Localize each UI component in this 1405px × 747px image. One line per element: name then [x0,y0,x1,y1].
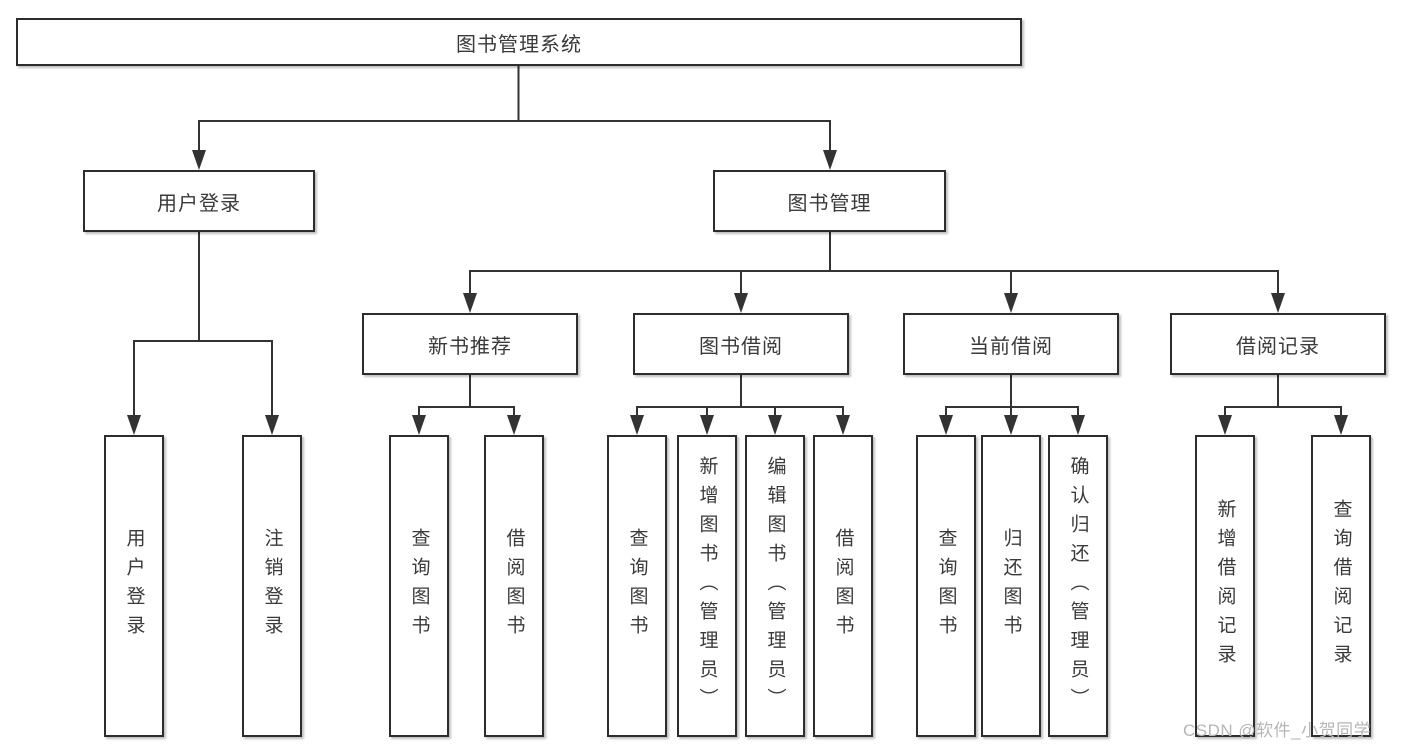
leaf-query-books-borrow-label: 查询图书 [626,528,648,644]
leaf-edit-book-admin: 编辑图书（管理员） [745,435,805,737]
node-borrow-records: 借阅记录 [1170,313,1386,375]
leaf-confirm-return-admin: 确认归还（管理员） [1048,435,1108,737]
leaf-add-borrow-record-label: 新增借阅记录 [1214,499,1236,673]
connector-book-management-children [463,232,1285,313]
leaf-query-books-borrow: 查询图书 [607,435,667,737]
leaf-add-borrow-record: 新增借阅记录 [1195,435,1255,737]
leaf-user-login-label: 用户登录 [123,528,145,644]
node-current-borrow-label: 当前借阅 [969,335,1053,358]
node-new-book-recommend: 新书推荐 [362,313,578,375]
leaf-borrow-books-recommend: 借阅图书 [484,435,544,737]
node-library-management-system: 图书管理系统 [16,18,1022,66]
leaf-logout: 注销登录 [242,435,302,737]
node-library-management-system-label: 图书管理系统 [456,33,582,56]
leaf-edit-book-admin-label: 编辑图书（管理员） [764,455,786,717]
leaf-user-login: 用户登录 [104,435,164,737]
node-book-management-label: 图书管理 [787,192,872,215]
node-book-borrow-label: 图书借阅 [699,335,783,358]
leaf-borrow-book-label: 借阅图书 [832,528,854,644]
connector-book-borrow-children [630,375,850,435]
leaf-query-borrow-record-label: 查询借阅记录 [1330,499,1352,673]
node-book-management: 图书管理 [713,170,946,232]
node-book-borrow: 图书借阅 [633,313,849,375]
connector-user-login-children [127,232,279,435]
csdn-watermark: CSDN @软件_小贺同学 [1183,721,1372,740]
leaf-borrow-books-recommend-label: 借阅图书 [503,528,525,644]
connector-borrow-records-children [1218,375,1348,435]
leaf-query-books-recommend: 查询图书 [389,435,449,737]
leaf-return-book: 归还图书 [981,435,1041,737]
node-current-borrow: 当前借阅 [903,313,1119,375]
connector-current-borrow-children [939,375,1085,435]
leaf-query-books-current-label: 查询图书 [935,528,957,644]
leaf-borrow-book: 借阅图书 [813,435,873,737]
leaf-logout-label: 注销登录 [261,528,283,644]
node-user-login: 用户登录 [83,170,315,232]
leaf-confirm-return-admin-label: 确认归还（管理员） [1067,455,1089,717]
node-new-book-recommend-label: 新书推荐 [428,335,512,358]
node-borrow-records-label: 借阅记录 [1236,335,1320,358]
leaf-return-book-label: 归还图书 [1000,528,1022,644]
leaf-query-borrow-record: 查询借阅记录 [1311,435,1371,737]
leaf-query-books-current: 查询图书 [916,435,976,737]
leaf-add-book-admin-label: 新增图书（管理员） [696,455,718,717]
connector-root-to-level1 [192,66,837,170]
connector-new-book-recommend-children [412,375,521,435]
node-user-login-label: 用户登录 [157,192,241,215]
leaf-add-book-admin: 新增图书（管理员） [677,435,737,737]
leaf-query-books-recommend-label: 查询图书 [408,528,430,644]
